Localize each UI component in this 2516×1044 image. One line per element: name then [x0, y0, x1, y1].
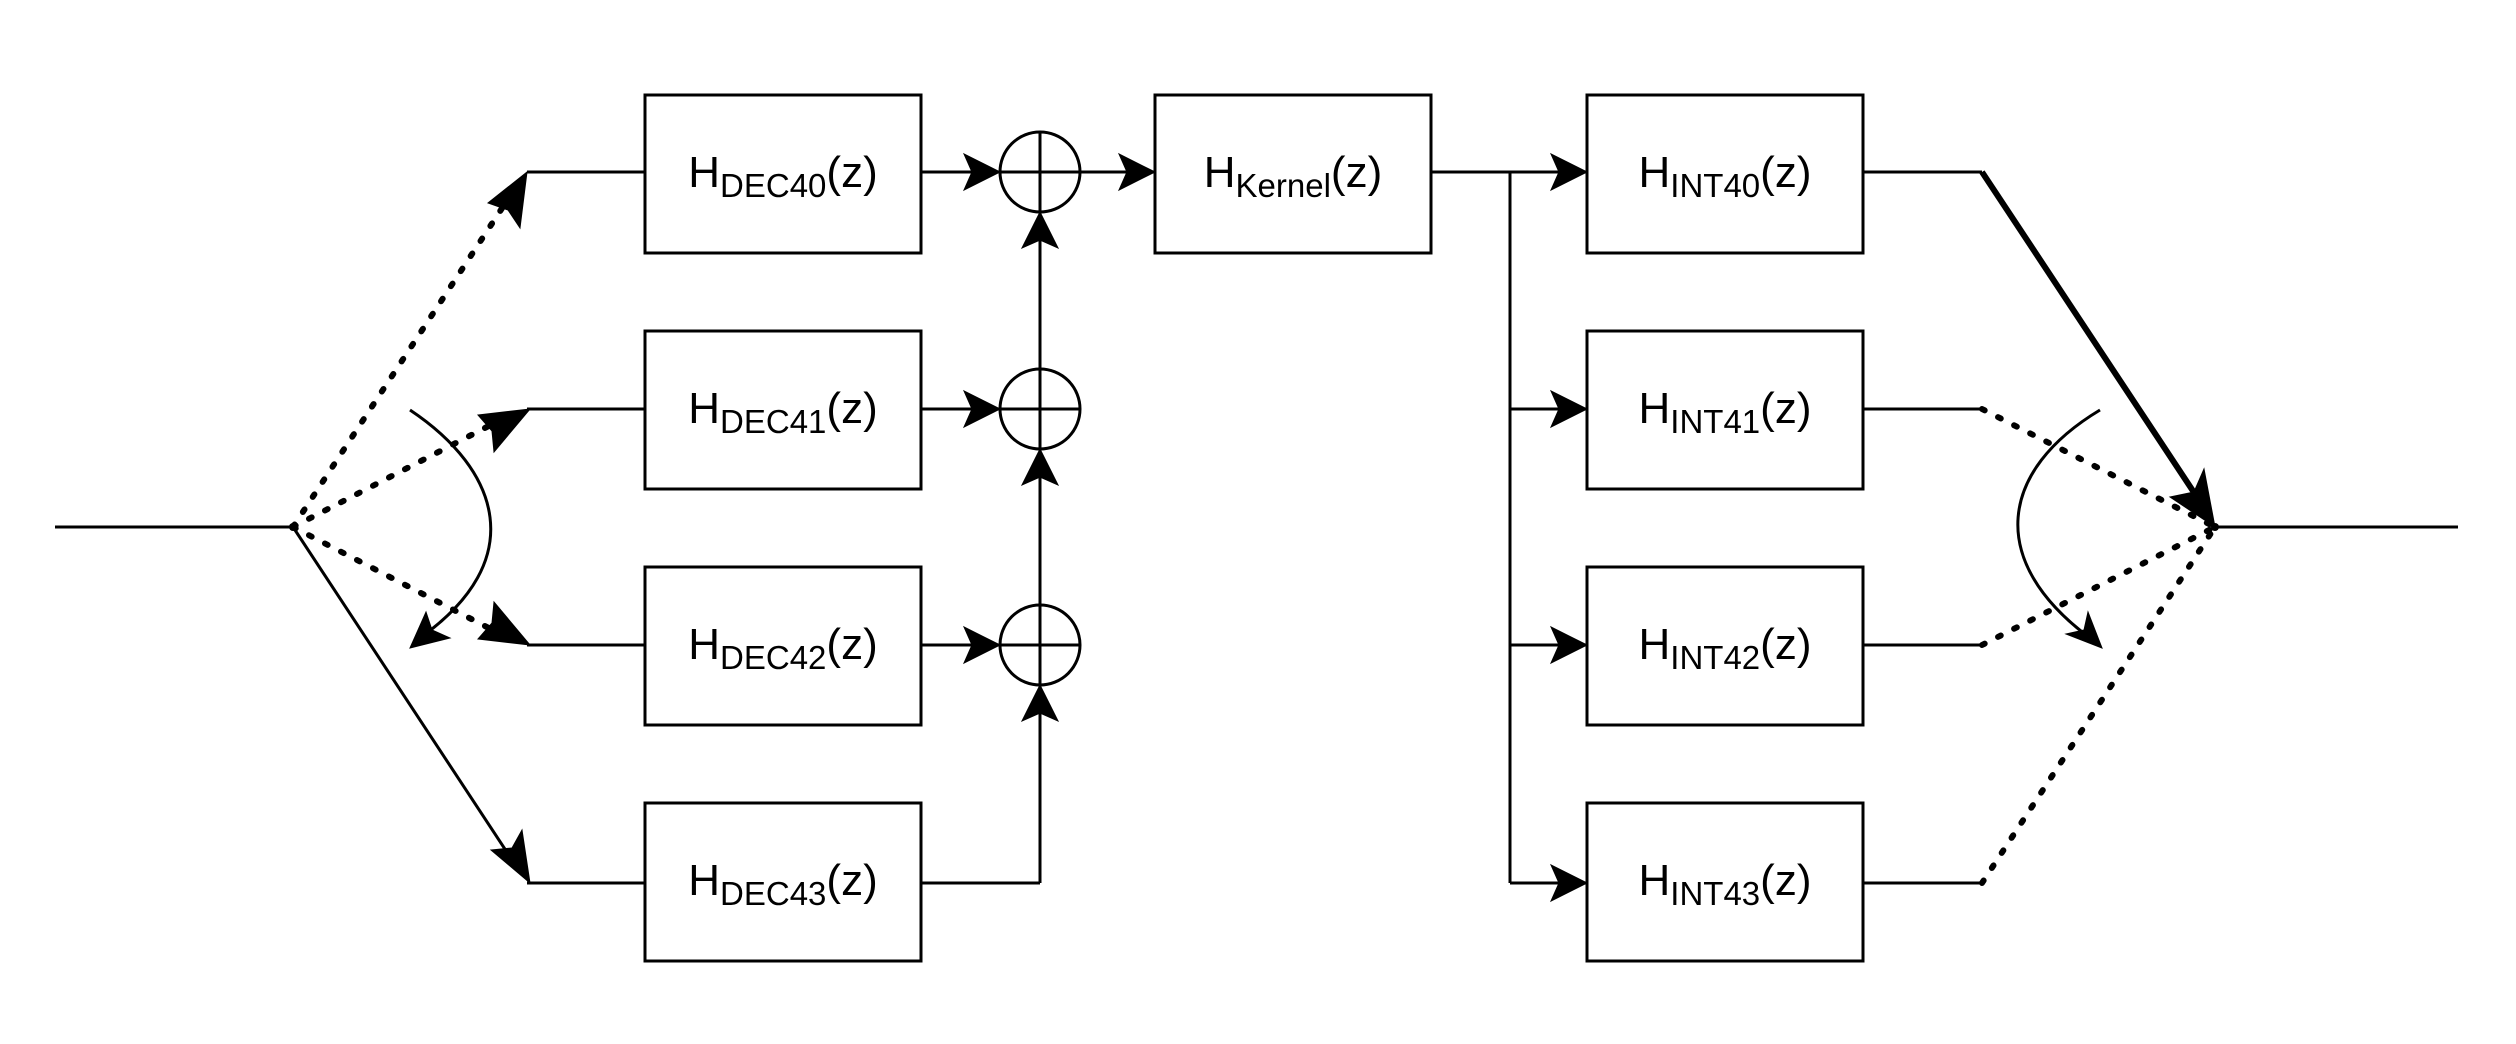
input-branch-3-solid	[291, 526, 522, 873]
svg-text:HINT40(z): HINT40(z)	[1639, 148, 1812, 204]
input-branch-1-arrowhead	[476, 408, 532, 454]
int-filter-3: HINT43(z)	[1585, 801, 1865, 963]
int-filter-2: HINT42(z)	[1585, 565, 1865, 727]
input-branch-2-arrowhead	[476, 600, 532, 646]
output-branch-2-dotted	[1979, 524, 2218, 648]
input-branch-3-arrowhead	[489, 828, 531, 885]
dec-out-3-arrowhead	[1020, 683, 1060, 723]
input-commutator-arc-arrowhead	[409, 610, 452, 649]
svg-text:HDEC40(z): HDEC40(z)	[688, 148, 877, 204]
dec-out-1-arrowhead	[962, 389, 1002, 429]
kernel-filter: HKernel(z)	[1153, 93, 1433, 255]
svg-text:HDEC41(z): HDEC41(z)	[688, 384, 877, 440]
svg-text:HINT42(z): HINT42(z)	[1639, 620, 1812, 676]
input-branch-1-dotted	[290, 411, 515, 530]
adder-link-1-0-arrowhead	[1020, 210, 1060, 250]
output-branch-1-dotted	[1979, 406, 2218, 530]
svg-text:HKernel(z): HKernel(z)	[1204, 148, 1382, 204]
adder-0	[998, 130, 1082, 214]
input-branch-0-arrowhead	[486, 170, 528, 230]
int-filter-0: HINT40(z)	[1585, 93, 1865, 255]
adder-to-kernel-arrowhead	[1117, 152, 1157, 192]
dec-filter-0: HDEC40(z)	[643, 93, 923, 255]
kernel-to-int0-arrowhead	[1549, 152, 1589, 192]
kernel-to-int3-arrowhead	[1549, 863, 1589, 903]
dec-filter-1: HDEC41(z)	[643, 329, 923, 491]
output-branch-3-dotted	[1979, 524, 2218, 886]
dec-out-2-arrowhead	[962, 625, 1002, 665]
svg-text:HINT41(z): HINT41(z)	[1639, 384, 1812, 440]
dec-out-0-arrowhead	[962, 152, 1002, 192]
input-branch-2-dotted	[290, 524, 515, 643]
adder-link-2-1-arrowhead	[1020, 447, 1060, 487]
output-branch-0-bold	[1979, 170, 2198, 496]
dec-filter-2: HDEC42(z)	[643, 565, 923, 727]
output-commutator-arc-arrowhead	[2064, 610, 2103, 649]
output-branch-0-arrowhead	[2168, 467, 2216, 529]
output-commutator-arc	[2016, 408, 2101, 640]
svg-text:HDEC43(z): HDEC43(z)	[688, 856, 877, 912]
dec-filter-3: HDEC43(z)	[643, 801, 923, 963]
svg-text:HINT43(z): HINT43(z)	[1639, 856, 1812, 912]
kernel-to-int2-arrowhead	[1549, 625, 1589, 665]
kernel-to-int1-arrowhead	[1549, 389, 1589, 429]
adder-1	[998, 367, 1082, 451]
int-filter-1: HINT41(z)	[1585, 329, 1865, 491]
svg-text:HDEC42(z): HDEC42(z)	[688, 620, 877, 676]
input-commutator-arc	[409, 408, 493, 640]
input-branch-0-dotted	[290, 190, 515, 530]
adder-2	[998, 603, 1082, 687]
